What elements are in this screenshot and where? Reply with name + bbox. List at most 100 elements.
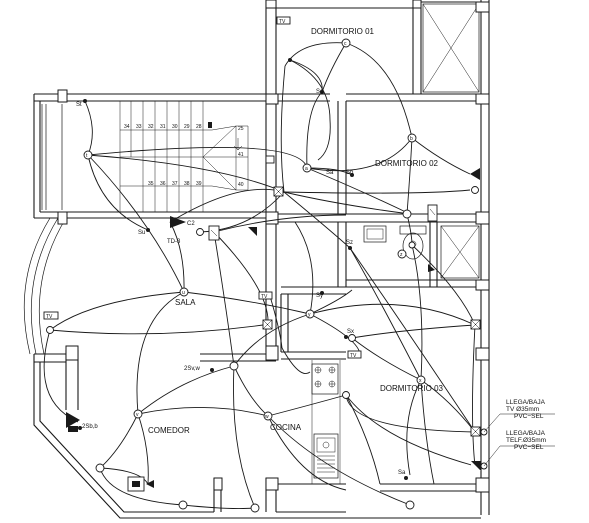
stair-step-35: 35: [148, 181, 154, 187]
light-mark: b: [410, 136, 413, 142]
switch-label-sa-bottom: Sa: [398, 470, 406, 476]
light-mark: u: [182, 290, 185, 296]
tv-outlet-icon: [43, 16, 362, 359]
stair-step-34: 34: [124, 124, 130, 130]
panel-board-icon: [66, 204, 438, 492]
room-label-cocina: COCINA: [270, 423, 302, 432]
room-label-dormitorio-02: DORMITORIO 02: [375, 159, 439, 168]
switch-label-2sb-b: 2Sb,b: [82, 424, 98, 430]
light-mark: z: [400, 252, 403, 258]
switch-label-sc: Sc: [316, 89, 323, 95]
stair-step-40: 40: [238, 182, 244, 188]
ceiling-light-icon: [416, 375, 426, 385]
tv-note-line3: PVC−SEL: [514, 413, 544, 420]
tv-label: TV: [279, 19, 286, 25]
switch-icon: [78, 426, 82, 430]
switch-label-2sv-w: 2Sv,w: [184, 366, 201, 372]
circuit-label-c2: C2: [187, 221, 195, 227]
switch-icon: [288, 58, 292, 62]
ceiling-light-icon: [83, 150, 93, 160]
light-mark: x: [419, 378, 422, 384]
switch-label-st: St: [76, 102, 82, 108]
stair-step-25: 25: [238, 126, 244, 132]
switch-label-sb: Sb: [346, 170, 354, 176]
tv-label: TV: [46, 314, 53, 320]
wiring: [43, 42, 484, 510]
switch-label-sy: Sy: [316, 293, 323, 299]
tel-note-line3: PVC−SEL: [514, 444, 544, 451]
room-label-dormitorio-03: DORMITORIO 03: [380, 384, 444, 393]
ceiling-light-icon: [397, 249, 407, 259]
columns: [57, 0, 490, 493]
stair-step-30: 30: [172, 124, 178, 130]
ceiling-light-icon: [179, 287, 189, 297]
light-mark: v: [136, 412, 139, 418]
wall-light-icon: [428, 264, 435, 272]
ceiling-light-icon: [341, 38, 351, 48]
stair-step-41: 41: [238, 152, 244, 158]
room-label-sala: SALA: [175, 298, 196, 307]
outlet-icon: [471, 186, 479, 194]
walls: [23, 0, 490, 519]
switch-icon: [350, 173, 354, 177]
switch-icon: [404, 476, 408, 480]
switch-icon: [146, 228, 150, 232]
stair-step-36: 36: [160, 181, 166, 187]
outlet-icon: [342, 391, 350, 399]
stair-step-38: 38: [184, 181, 190, 187]
ceiling-light-icon: [302, 163, 312, 173]
stair-step-33: 33: [136, 124, 142, 130]
ceiling-light-icon: [407, 133, 417, 143]
tv-note-line2: TV Ø35mm: [506, 406, 539, 413]
switch-icon: [210, 368, 214, 372]
stair-step-28: 28: [196, 124, 202, 130]
ceiling-light-icon: [402, 209, 412, 219]
light-mark: w: [265, 414, 269, 420]
wall-light-icon: [470, 168, 480, 180]
stair-step-37: 37: [172, 181, 178, 187]
outlet-icon: [405, 500, 415, 510]
room-label-dormitorio-01: DORMITORIO 01: [311, 27, 375, 36]
tel-note-line1: LLEGA/BAJA: [506, 430, 546, 437]
switch-label-sx: Sx: [347, 329, 354, 335]
outlet-icon: [348, 334, 356, 342]
ceiling-light-icon: [408, 241, 416, 249]
symbols: [43, 16, 488, 513]
stair-step-32: 32: [148, 124, 154, 130]
ceiling-light-icon: [263, 411, 273, 421]
outlet-icon: [250, 503, 260, 513]
tv-note-line1: LLEGA/BAJA: [506, 399, 546, 406]
switch-icon: [344, 335, 348, 339]
panel-label-td3: TD-3: [167, 239, 181, 245]
switch-label-sz: Sz: [346, 240, 353, 246]
switch-icon: [320, 291, 324, 295]
switch-label-su: Su: [138, 230, 145, 236]
junction-box-icon: [262, 186, 481, 437]
outlet-icon: [46, 326, 54, 334]
service-notes: LLEGA/BAJA TV Ø35mm PVC−SEL LLEGA/BAJA T…: [483, 399, 555, 467]
dark-box-icon: [248, 227, 481, 471]
light-mark: a: [305, 166, 308, 172]
wall-light-icon: [146, 480, 154, 488]
switch-icon: [83, 99, 87, 103]
outlet-icon: [196, 228, 204, 236]
stair-step-29: 29: [184, 124, 190, 130]
fixtures: [311, 225, 427, 484]
tel-note-line2: TELF.Ø35mm: [506, 437, 546, 444]
light-mark: y: [308, 312, 311, 318]
outlet-icon: [229, 361, 239, 371]
room-label-comedor: COMEDOR: [148, 426, 190, 435]
outlet-icon: [178, 500, 188, 510]
ceiling-light-icon: [305, 309, 315, 319]
light-mark: t: [86, 153, 88, 159]
labels: DORMITORIO 01 DORMITORIO 02 DORMITORIO 0…: [46, 19, 444, 476]
switch-icon: [320, 90, 324, 94]
outlet-icon: [95, 463, 105, 473]
switch-icon: [348, 246, 352, 250]
ceiling-light-icon: [133, 409, 143, 419]
stair: 34 33 32 31 30 29 28 35 36 37 38 39 25 4…: [119, 101, 249, 212]
tv-label: TV: [350, 353, 357, 359]
tv-label: TV: [261, 294, 268, 300]
light-mark: c: [344, 41, 347, 47]
